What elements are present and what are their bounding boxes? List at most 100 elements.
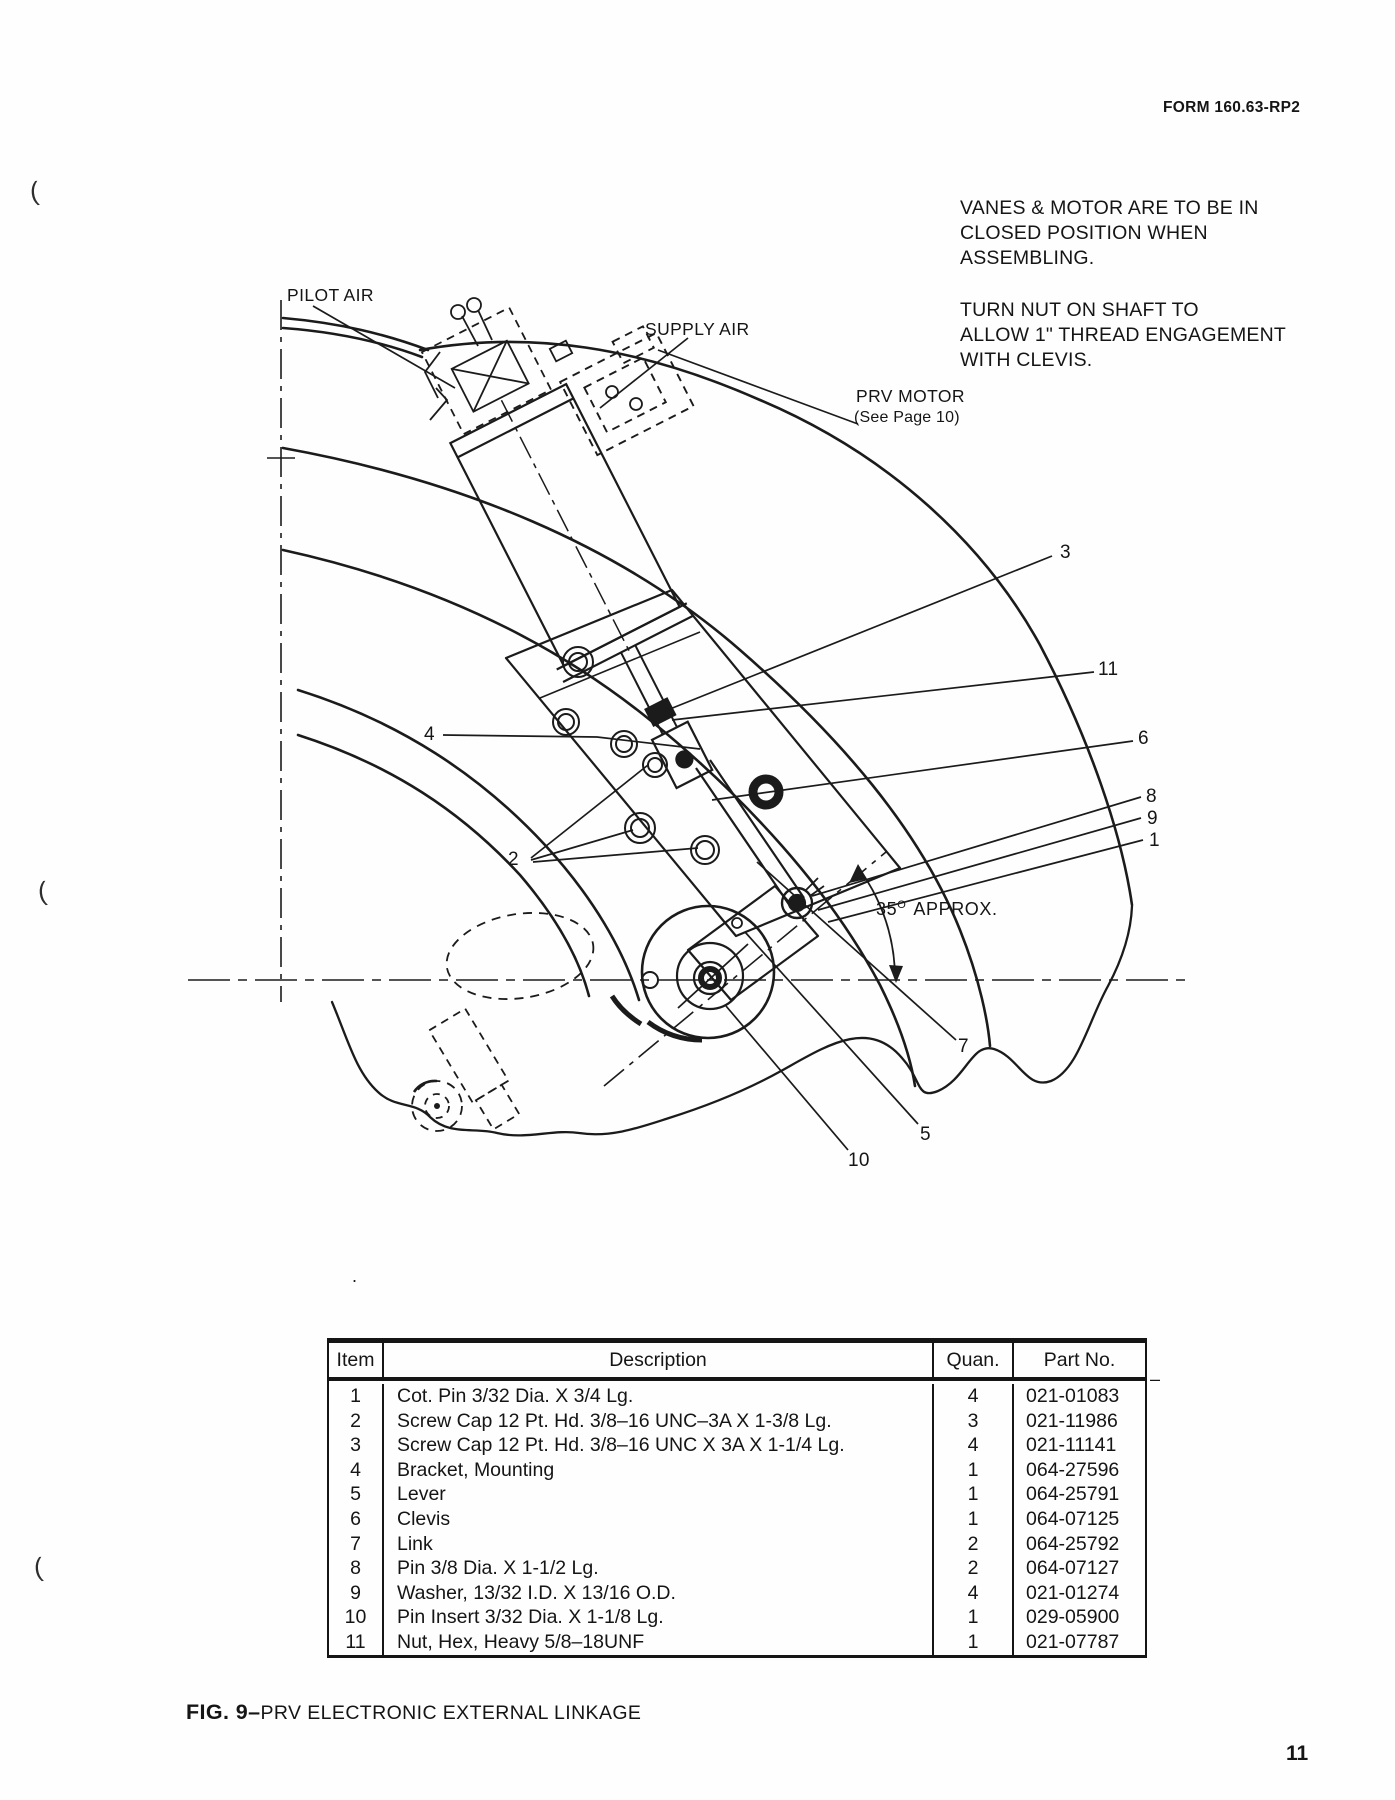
callout-7: 7 bbox=[958, 1036, 969, 1057]
label-prv-motor: PRV MOTOR bbox=[856, 386, 965, 406]
table-cell-desc: Washer, 13/32 I.D. X 13/16 O.D. bbox=[382, 1580, 932, 1606]
label-supply-air: SUPPLY AIR bbox=[645, 319, 750, 339]
table-cell-quan: 3 bbox=[932, 1408, 1012, 1434]
table-cell-part: 064-25791 bbox=[1012, 1482, 1145, 1507]
figure-caption-number: FIG. 9– bbox=[186, 1700, 261, 1724]
assembly-notes: VANES & MOTOR ARE TO BE IN CLOSED POSITI… bbox=[960, 196, 1286, 373]
table-cell-part: 029-05900 bbox=[1012, 1605, 1145, 1630]
table-cell-item: 10 bbox=[344, 1606, 367, 1629]
table-cell-quan: 4 bbox=[932, 1580, 1012, 1606]
motor-assembly bbox=[423, 297, 695, 457]
note-line: ASSEMBLING. bbox=[960, 247, 1095, 269]
break-line bbox=[330, 904, 1134, 1137]
stray-mark: – bbox=[1150, 1369, 1161, 1389]
parts-table: Item Description Quan. Part No. 1 Cot. Pi… bbox=[327, 1338, 1147, 1658]
table-cell-desc: Link bbox=[382, 1531, 932, 1557]
table-cell-part: 064-25792 bbox=[1012, 1531, 1145, 1557]
table-cell-desc: Pin Insert 3/32 Dia. X 1-1/8 Lg. bbox=[382, 1605, 932, 1630]
table-cell-desc: Screw Cap 12 Pt. Hd. 3/8–16 UNC–3A X 1-3… bbox=[382, 1408, 932, 1434]
page-number: 11 bbox=[1286, 1742, 1309, 1765]
callout-6: 6 bbox=[1138, 728, 1149, 749]
table-cell-item: 3 bbox=[350, 1434, 361, 1457]
table-cell-desc: Cot. Pin 3/32 Dia. X 3/4 Lg. bbox=[382, 1384, 932, 1409]
table-cell-item: 1 bbox=[350, 1385, 361, 1407]
stray-dot: . bbox=[352, 1266, 358, 1286]
note-line: TURN NUT ON SHAFT TO bbox=[960, 299, 1199, 321]
table-cell-quan: 1 bbox=[932, 1506, 1012, 1532]
callout-4: 4 bbox=[424, 724, 435, 745]
table-cell-desc: Screw Cap 12 Pt. Hd. 3/8–16 UNC X 3A X 1… bbox=[382, 1433, 932, 1458]
table-row: 3 Screw Cap 12 Pt. Hd. 3/8–16 UNC X 3A X … bbox=[329, 1433, 1145, 1458]
table-cell-item: 9 bbox=[350, 1581, 361, 1604]
table-cell-desc: Lever bbox=[382, 1482, 932, 1507]
figure-caption: FIG. 9–PRV ELECTRONIC EXTERNAL LINKAGE bbox=[186, 1700, 641, 1725]
note-line: ALLOW 1" THREAD ENGAGEMENT bbox=[960, 324, 1286, 346]
table-cell-desc: Nut, Hex, Heavy 5/8–18UNF bbox=[382, 1629, 932, 1655]
table-cell-quan: 4 bbox=[932, 1384, 1012, 1409]
table-cell-part: 021-01083 bbox=[1012, 1384, 1145, 1409]
callout-9: 9 bbox=[1147, 808, 1158, 829]
casing-arcs bbox=[281, 316, 1134, 1088]
table-cell-part: 064-07125 bbox=[1012, 1506, 1145, 1532]
figure-caption-title: PRV ELECTRONIC EXTERNAL LINKAGE bbox=[260, 1702, 642, 1724]
table-cell-part: 064-07127 bbox=[1012, 1556, 1145, 1581]
table-row: 2 Screw Cap 12 Pt. Hd. 3/8–16 UNC–3A X 1-… bbox=[329, 1408, 1145, 1434]
table-cell-item: 5 bbox=[350, 1483, 361, 1506]
table-cell-part: 021-01274 bbox=[1012, 1580, 1145, 1606]
callout-11: 11 bbox=[1098, 659, 1119, 680]
note-line: CLOSED POSITION WHEN bbox=[960, 222, 1208, 244]
callout-2: 2 bbox=[508, 849, 519, 870]
callout-8: 8 bbox=[1146, 786, 1157, 807]
callout-3: 3 bbox=[1060, 542, 1071, 563]
table-cell-part: 021-11986 bbox=[1012, 1408, 1145, 1434]
header-quan: Quan. bbox=[932, 1343, 1012, 1377]
table-cell-quan: 2 bbox=[932, 1531, 1012, 1557]
callout-1: 1 bbox=[1149, 830, 1160, 851]
table-cell-item: 11 bbox=[345, 1630, 366, 1653]
callout-10: 10 bbox=[848, 1150, 870, 1171]
parts-table-header: Item Description Quan. Part No. bbox=[329, 1343, 1145, 1381]
table-cell-item: 4 bbox=[350, 1458, 361, 1481]
header-part-no: Part No. bbox=[1012, 1343, 1145, 1377]
lever-disc bbox=[411, 904, 776, 1132]
table-cell-quan: 2 bbox=[932, 1556, 1012, 1581]
centerlines bbox=[188, 300, 1190, 1087]
table-cell-desc: Pin 3/8 Dia. X 1-1/2 Lg. bbox=[382, 1556, 932, 1581]
table-cell-item: 8 bbox=[350, 1557, 361, 1580]
degree-mark: O bbox=[897, 899, 907, 911]
table-cell-item: 2 bbox=[350, 1409, 361, 1432]
table-cell-quan: 4 bbox=[932, 1433, 1012, 1458]
table-cell-quan: 1 bbox=[932, 1457, 1012, 1483]
angle-label: 35O APPROX. bbox=[876, 899, 998, 920]
angle-suffix: APPROX. bbox=[913, 899, 998, 919]
table-cell-part: 021-07787 bbox=[1012, 1629, 1145, 1655]
form-number: FORM 160.63-RP2 bbox=[1163, 99, 1301, 116]
note-vanes: VANES & MOTOR ARE TO BE IN CLOSED POSITI… bbox=[960, 196, 1286, 271]
note-line: VANES & MOTOR ARE TO BE IN bbox=[960, 197, 1259, 219]
mounting-bracket bbox=[504, 588, 902, 938]
table-cell-quan: 1 bbox=[932, 1629, 1012, 1655]
table-cell-quan: 1 bbox=[932, 1605, 1012, 1630]
table-cell-item: 6 bbox=[350, 1507, 361, 1530]
note-line: WITH CLEVIS. bbox=[960, 349, 1093, 371]
table-cell-quan: 1 bbox=[932, 1482, 1012, 1507]
note-turn-nut: TURN NUT ON SHAFT TO ALLOW 1" THREAD ENG… bbox=[960, 298, 1286, 373]
table-cell-part: 021-11141 bbox=[1012, 1433, 1145, 1458]
angle-value: 35 bbox=[876, 899, 898, 919]
header-description: Description bbox=[382, 1343, 932, 1377]
table-cell-item: 7 bbox=[350, 1532, 361, 1555]
label-prv-motor-ref: (See Page 10) bbox=[854, 409, 960, 426]
leader-lines bbox=[312, 305, 1144, 1151]
table-cell-desc: Clevis bbox=[382, 1506, 932, 1532]
